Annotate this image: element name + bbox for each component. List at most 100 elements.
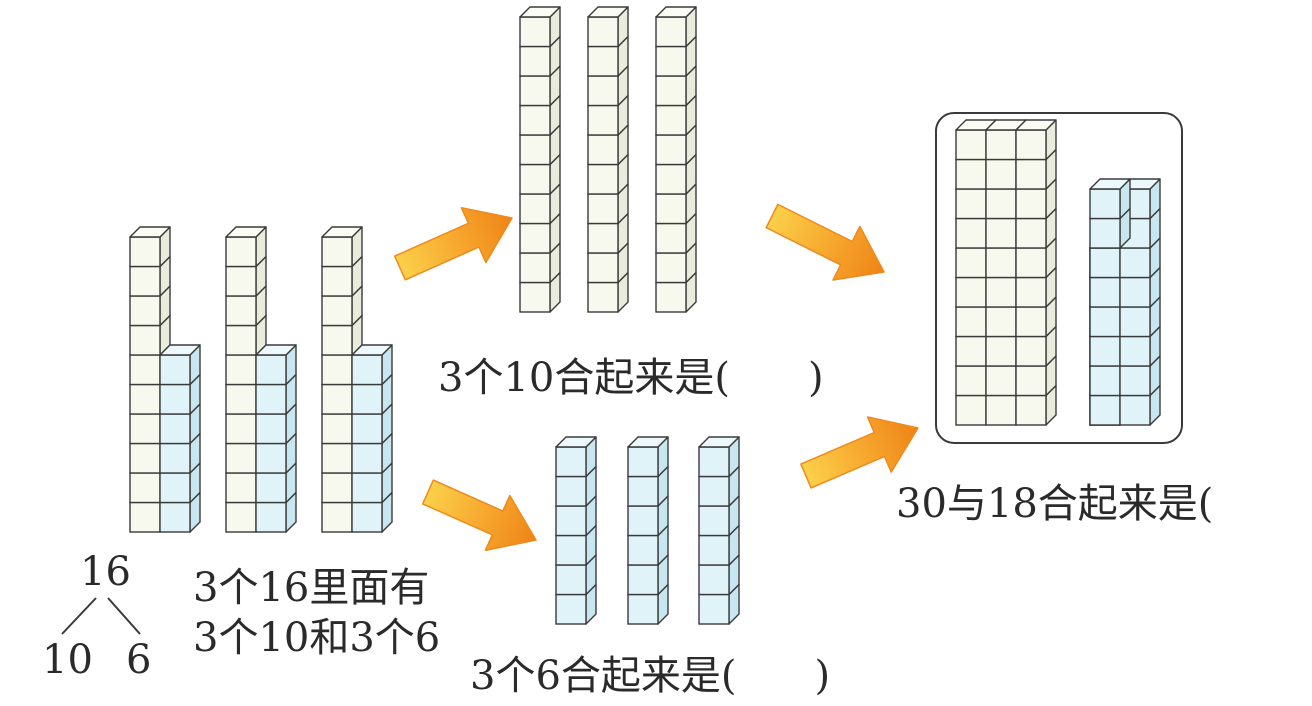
cube bbox=[587, 65, 629, 107]
result-tens-rod bbox=[1015, 119, 1057, 426]
cube bbox=[698, 495, 740, 537]
cube bbox=[655, 212, 697, 254]
cube bbox=[351, 403, 393, 445]
cube bbox=[627, 554, 669, 596]
result-ones-column bbox=[1089, 178, 1131, 249]
tens-question-text: 3个10合起来是( bbox=[438, 355, 730, 401]
cube bbox=[1119, 237, 1161, 279]
cube bbox=[519, 6, 561, 48]
arrow-to-tens bbox=[393, 206, 513, 281]
cube bbox=[159, 403, 201, 445]
cube bbox=[159, 373, 201, 415]
cube bbox=[1015, 119, 1057, 161]
start-label-line1: 3个16里面有 bbox=[193, 565, 430, 611]
sum-question: 30与18合起来是( bbox=[896, 481, 1214, 527]
ones-question-close: ) bbox=[814, 653, 831, 699]
blocks-layer bbox=[129, 6, 1183, 625]
cube bbox=[321, 285, 363, 327]
cube bbox=[159, 344, 201, 386]
cube bbox=[698, 465, 740, 507]
cube bbox=[1119, 384, 1161, 426]
cube bbox=[351, 462, 393, 504]
cube bbox=[255, 491, 297, 533]
cube bbox=[587, 153, 629, 195]
arrow-ones-to-sum bbox=[800, 416, 919, 489]
cube bbox=[519, 35, 561, 77]
cube bbox=[351, 491, 393, 533]
cube bbox=[698, 554, 740, 596]
ones-rod bbox=[555, 436, 597, 625]
cube bbox=[698, 436, 740, 478]
cube bbox=[587, 6, 629, 48]
cube bbox=[655, 124, 697, 166]
cube bbox=[655, 94, 697, 136]
cube bbox=[129, 314, 171, 356]
arrow-tens-to-sum bbox=[765, 203, 885, 281]
cube bbox=[159, 462, 201, 504]
cube bbox=[1119, 355, 1161, 397]
cube bbox=[627, 436, 669, 478]
start-ones-rod bbox=[255, 344, 297, 533]
cube bbox=[351, 344, 393, 386]
start-ones-rod bbox=[351, 344, 393, 533]
cube bbox=[1119, 325, 1161, 367]
cube bbox=[129, 285, 171, 327]
tens-question-close: ) bbox=[807, 355, 824, 401]
cube bbox=[129, 226, 171, 268]
cube bbox=[1015, 178, 1057, 220]
tens-rod bbox=[655, 6, 697, 313]
cube bbox=[587, 124, 629, 166]
tree-lines bbox=[61, 597, 141, 635]
tens-rod bbox=[519, 6, 561, 313]
cube bbox=[129, 255, 171, 297]
cube bbox=[351, 432, 393, 474]
cube bbox=[225, 226, 267, 268]
cube bbox=[159, 432, 201, 474]
cube bbox=[321, 255, 363, 297]
start-ones-rod bbox=[159, 344, 201, 533]
cube bbox=[1089, 178, 1131, 220]
cube bbox=[587, 242, 629, 284]
ones-question: 3个6合起来是() bbox=[470, 656, 830, 696]
cube bbox=[587, 94, 629, 136]
cube bbox=[1089, 207, 1131, 249]
cube bbox=[519, 271, 561, 313]
cube bbox=[587, 35, 629, 77]
tree-top-number: 16 bbox=[80, 549, 131, 595]
cube bbox=[627, 495, 669, 537]
cube bbox=[587, 212, 629, 254]
cube bbox=[1015, 207, 1057, 249]
cube bbox=[555, 495, 597, 537]
arrow-to-ones bbox=[421, 479, 537, 552]
cube bbox=[587, 271, 629, 313]
tree-right-line bbox=[107, 597, 141, 635]
cube bbox=[519, 94, 561, 136]
cube bbox=[255, 462, 297, 504]
cube bbox=[1015, 384, 1057, 426]
cube bbox=[555, 436, 597, 478]
cube bbox=[255, 432, 297, 474]
cube bbox=[1015, 148, 1057, 190]
cube bbox=[225, 255, 267, 297]
tree-left-number: 10 bbox=[42, 637, 93, 683]
cube bbox=[655, 65, 697, 107]
ones-rod bbox=[627, 436, 669, 625]
result-frame bbox=[935, 112, 1183, 444]
cube bbox=[255, 403, 297, 445]
cube bbox=[519, 124, 561, 166]
tree-right-number: 6 bbox=[126, 637, 152, 683]
tens-question: 3个10合起来是() bbox=[438, 358, 824, 398]
cube bbox=[255, 344, 297, 386]
ones-question-text: 3个6合起来是( bbox=[470, 653, 737, 699]
cube bbox=[627, 465, 669, 507]
tens-rod bbox=[587, 6, 629, 313]
cube bbox=[655, 6, 697, 48]
cube bbox=[1015, 266, 1057, 308]
tree-left-line bbox=[61, 597, 97, 635]
cube bbox=[321, 226, 363, 268]
cube bbox=[555, 583, 597, 625]
start-label-line2: 3个10和3个6 bbox=[193, 615, 441, 661]
arrows-layer bbox=[393, 203, 919, 552]
cube bbox=[321, 314, 363, 356]
